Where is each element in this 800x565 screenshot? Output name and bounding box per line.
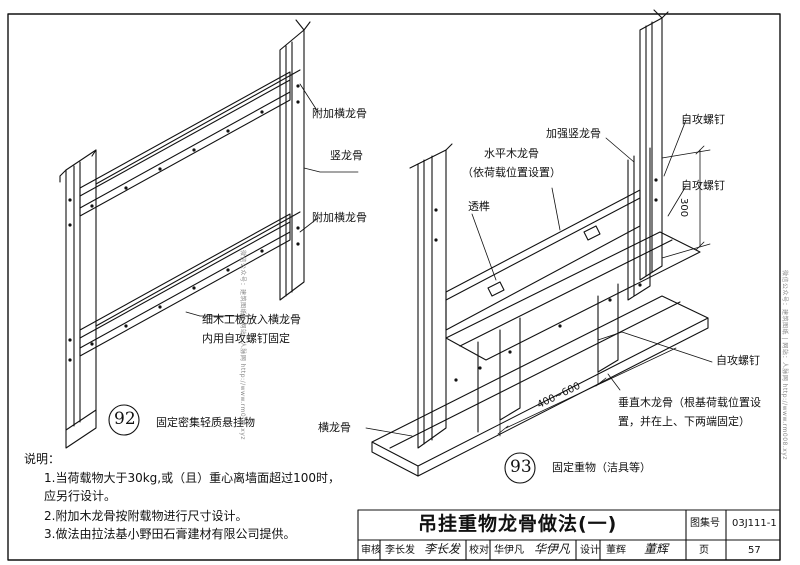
label-attach-keel-bottom: 附加横龙骨 (312, 211, 367, 224)
designer-name: 董辉 (606, 545, 626, 556)
label-wood-keel-line1: 水平木龙骨 (484, 147, 539, 160)
drawing-title: 吊挂重物龙骨做法(一) (418, 513, 618, 535)
note-item: 应另行设计。 (44, 489, 117, 503)
label-screw-1: 自攻螺钉 (681, 113, 725, 126)
detail-93-screws (434, 178, 658, 382)
label-board-line1: 细木工板放入横龙骨 (202, 313, 301, 326)
detail-93-caption: 固定重物（洁具等） (552, 461, 651, 474)
label-vertical-keel: 竖龙骨 (330, 149, 363, 162)
dimension-300 (661, 145, 711, 259)
label-screw-2: 自攻螺钉 (681, 179, 725, 192)
checker-signature: 华伊凡 (534, 542, 571, 556)
detail-93-leaders (365, 119, 713, 437)
note-item: 2.附加木龙骨按附载物进行尺寸设计。 (44, 509, 248, 523)
label-vertical-wood-line1: 垂直木龙骨（根基荷载位置设 (618, 396, 761, 409)
notes-heading: 说明： (24, 452, 61, 466)
label-wood-keel-line2: （依荷载位置设置） (462, 166, 561, 179)
detail-93-number: 93 (510, 457, 532, 477)
review-label: 审核 (361, 545, 381, 556)
detail-92-frame (59, 19, 311, 449)
detail-92-leaders (185, 83, 359, 317)
atlas-label: 图集号 (690, 518, 720, 529)
watermark-center: 微信公众号：建筑图纸 | 网站：人脉网 http://www.rm008.xyz (239, 250, 246, 441)
page-number: 57 (748, 545, 761, 556)
designer-signature: 董辉 (644, 542, 669, 556)
watermark-right: 微信公众号：建筑图纸 | 网站：人脉网 http://www.rm008.xyz (781, 270, 788, 461)
page-label: 页 (699, 545, 709, 556)
label-tenon: 透榫 (468, 200, 490, 213)
reviewer-name: 李长发 (385, 545, 415, 556)
detail-93-frame (371, 9, 709, 477)
label-reinforce-keel: 加强竖龙骨 (546, 127, 601, 140)
note-item: 1.当荷载物大于30kg,或（且）重心离墙面超过100时， (44, 471, 341, 485)
reviewer-signature: 李长发 (424, 542, 461, 556)
title-block-grid (357, 509, 781, 561)
label-attach-keel-top: 附加横龙骨 (312, 107, 367, 120)
dimension-300-label: 300 (678, 198, 689, 218)
label-board-line2: 内用自攻螺钉固定 (202, 332, 290, 345)
atlas-number: 03J111-1 (732, 518, 777, 529)
design-label: 设计 (580, 545, 600, 556)
label-horizontal-keel: 横龙骨 (318, 421, 351, 434)
detail-92-circle (108, 404, 140, 436)
detail-93-circle (504, 452, 536, 484)
detail-92-screws (68, 84, 300, 362)
label-screw-3: 自攻螺钉 (716, 354, 760, 367)
detail-92-caption: 固定密集轻质悬挂物 (156, 416, 255, 429)
dimension-400-600 (497, 347, 677, 437)
detail-92-number: 92 (114, 409, 136, 429)
checker-name: 华伊凡 (494, 545, 524, 556)
note-item: 3.做法由拉法基小野田石膏建材有限公司提供。 (44, 527, 296, 541)
label-vertical-wood-line2: 置，并在上、下两端固定） (618, 415, 750, 428)
check-label: 校对 (469, 545, 489, 556)
